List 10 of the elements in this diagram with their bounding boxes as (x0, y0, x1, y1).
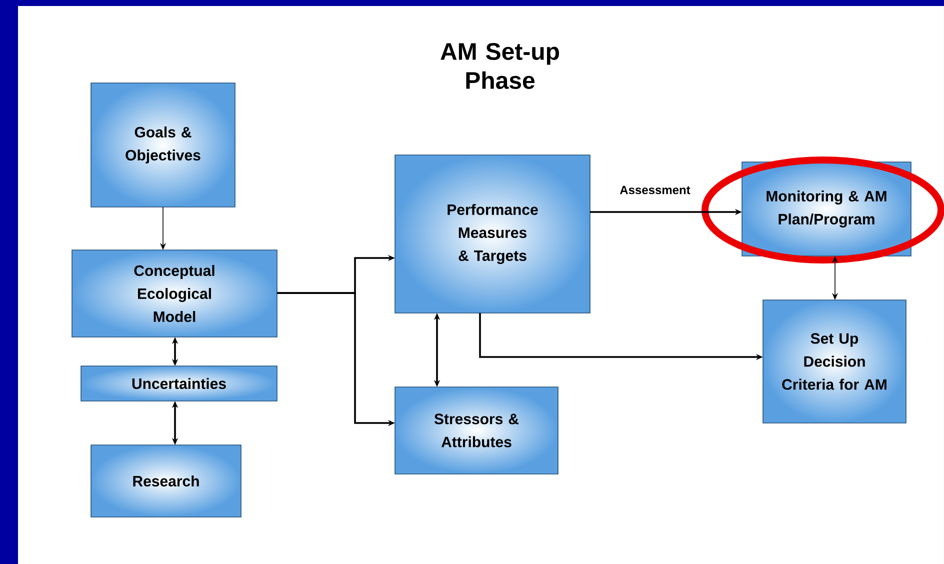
process-box: Research (90, 444, 242, 518)
process-box: Conceptual Ecological Model (72, 250, 278, 338)
edge-label: Assessment (620, 186, 690, 194)
process-box: Uncertainties (80, 366, 278, 402)
title: AM Set-up Phase (440, 43, 559, 89)
process-box: Goals & Objectives (90, 82, 236, 208)
process-box: Monitoring & AM Plan/Program (742, 162, 912, 256)
process-box: Stressors & Attributes (394, 386, 558, 474)
process-box: Set Up Decision Criteria for AM (762, 300, 906, 424)
process-box: Performance Measures & Targets (394, 154, 590, 314)
